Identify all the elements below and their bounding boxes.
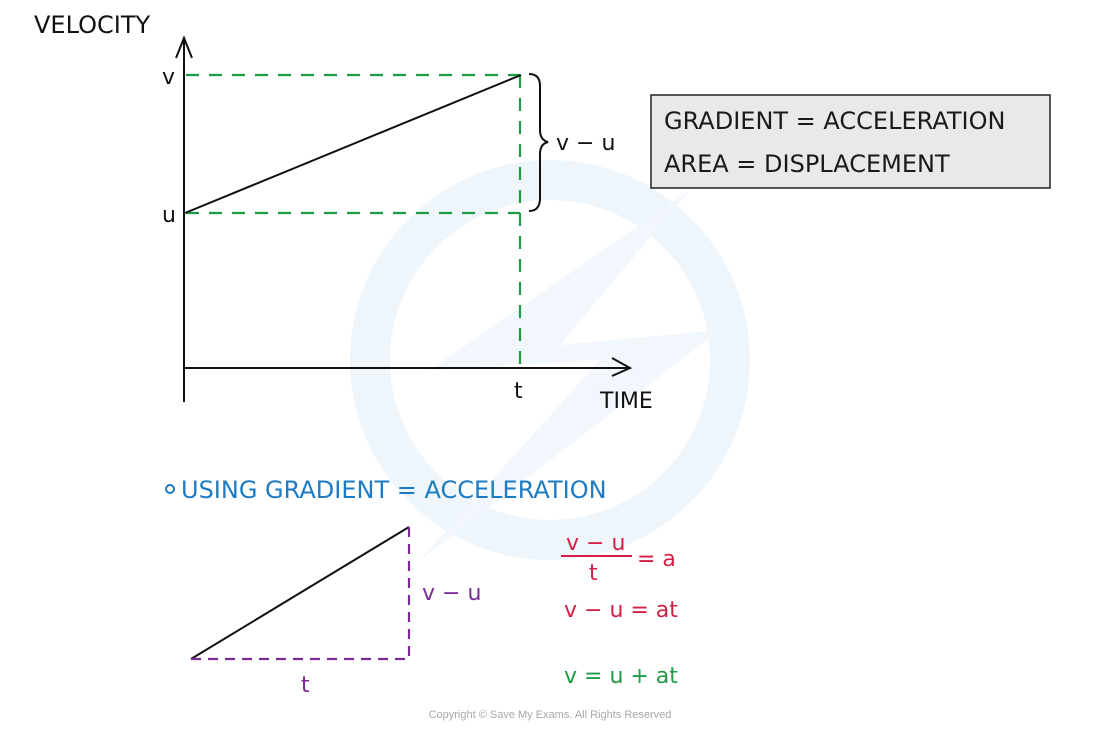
watermark-ring [350, 160, 750, 560]
heading-text: USING GRADIENT = ACCELERATION [181, 476, 607, 504]
y-axis-label: VELOCITY [34, 11, 150, 39]
info-gradient-line: GRADIENT = ACCELERATION [664, 107, 1005, 135]
triangle-hypotenuse [190, 526, 410, 660]
equations: v − u t = a v − u = at v = u + at [561, 531, 678, 689]
watermark-logo [350, 160, 750, 560]
x-axis-arrowhead [611, 357, 633, 377]
eq2: v − u = at [564, 598, 678, 623]
y-tick-v: v [162, 65, 175, 90]
y-tick-u: u [162, 203, 176, 228]
info-box-frame [650, 94, 1051, 189]
brace-label: v − u [556, 131, 615, 156]
gradient-triangle: v − u t [190, 526, 481, 698]
info-box: GRADIENT = ACCELERATION AREA = DISPLACEM… [650, 94, 1051, 189]
x-axis-label: TIME [599, 389, 653, 414]
y-axis-arrowhead [175, 35, 193, 59]
derivation-heading: USING GRADIENT = ACCELERATION [165, 476, 607, 504]
velocity-line [184, 74, 522, 214]
velocity-time-graph: VELOCITY TIME v u t v − u [34, 11, 653, 414]
triangle-base-label: t [301, 673, 310, 698]
eq1-rhs: = a [637, 547, 676, 572]
x-tick-t: t [514, 379, 523, 404]
triangle-height-label: v − u [422, 581, 481, 606]
eq1-denominator: t [589, 561, 598, 586]
eq3-suvat: v = u + at [564, 664, 678, 689]
info-area-line: AREA = DISPLACEMENT [664, 150, 950, 178]
eq1-numerator: v − u [566, 531, 625, 556]
copyright-notice: Copyright © Save My Exams. All Rights Re… [428, 709, 672, 721]
brace-v-minus-u [528, 73, 549, 212]
bullet-icon [165, 484, 175, 494]
watermark-bolt [420, 190, 720, 560]
